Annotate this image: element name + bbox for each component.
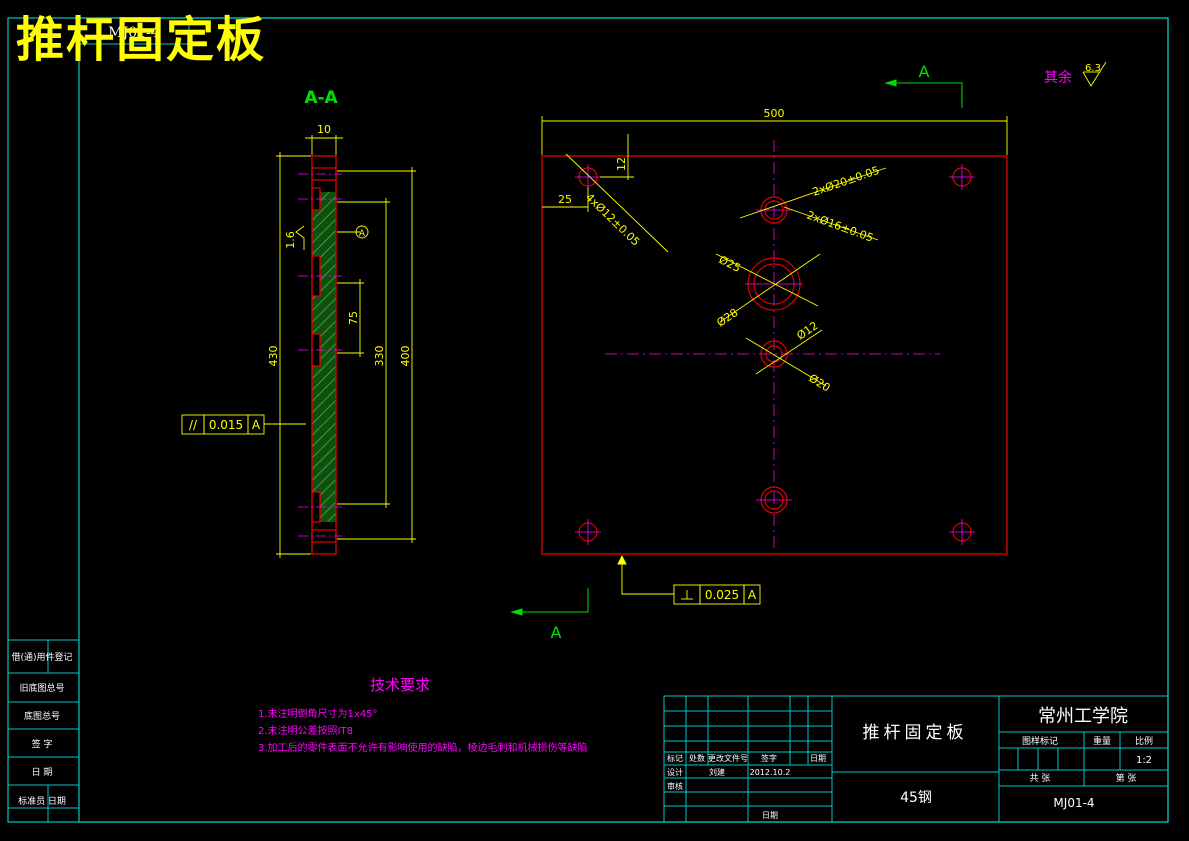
dim-12: 12 xyxy=(615,157,628,171)
left-strip-cell-4: 签 字 xyxy=(32,738,53,750)
section-dimensions xyxy=(276,135,416,558)
section-view-title: A-A xyxy=(304,88,338,108)
parallelism-value: 0.015 xyxy=(209,418,243,432)
title-drawing-number: MJ01-4 xyxy=(1053,796,1094,810)
parallelism-datum: A xyxy=(252,418,261,432)
drawing-frame xyxy=(7,17,1169,823)
tech-req-item-1: 1.未注明倒角尺寸为1x45° xyxy=(258,707,378,720)
left-strip-cell-2: 旧底图总号 xyxy=(19,682,64,694)
header-weight: 重量 xyxy=(1093,735,1111,747)
design-label: 设计 xyxy=(667,767,683,777)
overlay-title: 推杆固定板 xyxy=(16,12,267,68)
section-hatch xyxy=(312,192,336,522)
header-stage-mark: 图样标记 xyxy=(1022,735,1058,747)
section-arrow-top xyxy=(884,79,963,108)
tech-req-title: 技术要求 xyxy=(370,676,430,694)
title-part-name: 推杆固定板 xyxy=(863,723,968,743)
corner-hole-bottom-left xyxy=(575,519,601,545)
review-label: 审核 xyxy=(667,781,683,791)
section-arrow-bottom xyxy=(510,588,589,616)
corner-hole-top-right xyxy=(949,164,975,190)
parallelism-frame: // 0.015 A xyxy=(181,414,306,435)
tech-req-item-2: 2.未注明公差按照IT8 xyxy=(258,724,353,737)
corner-hole-bottom-right xyxy=(949,519,975,545)
rev-header-mark: 标记 xyxy=(667,753,683,763)
left-strip-cell-1: 借(通)用件登记 xyxy=(11,651,72,663)
dia-20-label: Ø20 xyxy=(806,372,832,395)
dia-12-label: Ø12 xyxy=(794,319,820,342)
title-school: 常州工学院 xyxy=(1038,706,1128,727)
dim-25: 25 xyxy=(558,193,572,206)
roughness-note-label: 其余 xyxy=(1044,69,1072,86)
rev-header-sign: 签字 xyxy=(761,753,777,763)
left-strip-table xyxy=(8,639,79,822)
tech-req-item-3: 3.加工后的零件表面不允许有影响使用的缺陷，棱边毛刺和机械损伤等缺陷 xyxy=(258,741,588,754)
designer-name: 刘建 xyxy=(709,767,725,777)
header-ratio: 比例 xyxy=(1135,735,1153,747)
header-sheet-no: 第 张 xyxy=(1116,772,1137,784)
left-strip-cell-5: 日 期 xyxy=(32,767,53,778)
dim-400: 400 xyxy=(399,346,412,367)
dim-width-10: 10 xyxy=(317,123,331,136)
left-strip-cell-6: 标准员 日期 xyxy=(18,795,66,807)
hole-2x16-label: 2xØ16±0.05 xyxy=(805,209,875,245)
perpendicularity-value: 0.025 xyxy=(705,588,739,602)
date-label: 日期 xyxy=(762,811,778,820)
title-scale: 1:2 xyxy=(1136,755,1152,766)
title-block-grid xyxy=(663,695,1169,823)
datum-a-label: A xyxy=(359,229,366,239)
hole-4x-label: 4xØ12±0.05 xyxy=(583,191,642,249)
rev-header-doc: 更改文件号 xyxy=(708,753,748,763)
header-sheet-total: 共 张 xyxy=(1030,773,1051,784)
section-roughness-symbol xyxy=(295,225,305,250)
dim-75: 75 xyxy=(347,311,360,325)
perpendicularity-datum: A xyxy=(748,588,757,602)
plan-centerlines xyxy=(605,140,940,550)
section-arrow-bottom-label: A xyxy=(551,623,562,642)
title-material: 45钢 xyxy=(900,790,932,806)
dim-330: 330 xyxy=(373,346,386,367)
dim-430: 430 xyxy=(267,346,280,367)
corner-hole-top-left xyxy=(575,164,601,190)
roughness-note-symbol xyxy=(1082,61,1107,87)
perpendicularity-frame xyxy=(617,554,761,605)
dia-28-label: Ø28 xyxy=(714,306,740,329)
dim-500: 500 xyxy=(764,107,785,120)
design-date: 2012.10.2 xyxy=(750,768,791,777)
section-centerlines xyxy=(298,173,342,537)
dia-25-label: Ø25 xyxy=(717,253,743,275)
parallelism-symbol: // xyxy=(189,418,198,432)
section-arrow-top-label: A xyxy=(919,62,930,81)
roughness-1-6: 1.6 xyxy=(284,231,297,249)
hole-2x20-label: 2xØ20±0.05 xyxy=(811,164,881,199)
plate-outline xyxy=(541,155,1008,555)
rev-header-date: 日期 xyxy=(810,754,826,763)
drawing-code-top: MJ01-4 xyxy=(108,25,159,41)
plan-dimensions xyxy=(541,116,1008,387)
datum-a-marker: A xyxy=(355,225,369,239)
roughness-note-value: 6.3 xyxy=(1085,63,1101,74)
corner-holes xyxy=(575,164,975,545)
left-strip-cell-3: 底图总号 xyxy=(24,710,60,722)
rev-header-count: 处数 xyxy=(689,753,705,763)
drawing-code-box: MJ01-4 xyxy=(78,17,190,45)
